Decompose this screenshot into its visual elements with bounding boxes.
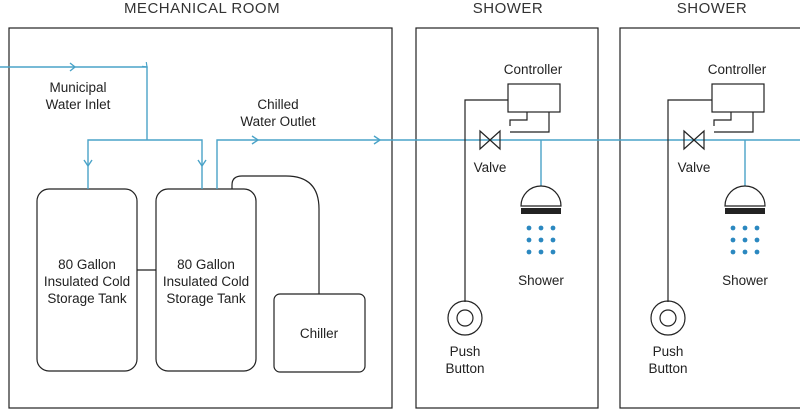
valve-1-label: Valve bbox=[474, 160, 507, 175]
controller-1-valve-wire bbox=[509, 112, 528, 126]
controller-1-pushbutton-wire bbox=[464, 99, 508, 302]
inlet-branch-pipe bbox=[87, 139, 203, 189]
push-button-2-inner bbox=[659, 309, 677, 327]
storage-tank-1 bbox=[36, 188, 138, 372]
tank1-label-line1: 80 Gallon bbox=[58, 257, 116, 272]
controller-1-box bbox=[507, 83, 561, 113]
tank2-label-line3: Storage Tank bbox=[166, 291, 246, 306]
push-button-2-label-line1: Push bbox=[653, 344, 684, 359]
controller-1-shower-wire bbox=[510, 112, 550, 133]
outlet-label-line1: Chilled bbox=[257, 97, 298, 112]
tank1-label-line2: Insulated Cold bbox=[44, 274, 130, 289]
chilled-outlet-pipe bbox=[216, 139, 800, 189]
showerhead-1-icon bbox=[520, 185, 562, 207]
controller-2-box bbox=[711, 83, 765, 113]
municipal-inlet-pipe bbox=[0, 61, 148, 140]
inlet-arrow-tank1 bbox=[83, 159, 93, 168]
storage-tank-2 bbox=[155, 188, 257, 372]
tank1-label-line3: Storage Tank bbox=[47, 291, 127, 306]
controller-1-label: Controller bbox=[504, 62, 563, 77]
chiller-label: Chiller bbox=[300, 326, 339, 341]
push-button-2-label-line2: Button bbox=[648, 361, 687, 376]
tank2-label-line1: 80 Gallon bbox=[177, 257, 235, 272]
chiller-loop-pipe bbox=[231, 175, 320, 294]
mechanical-room-box bbox=[8, 27, 393, 409]
shower-2-label: Shower bbox=[722, 273, 768, 288]
showerhead-2-plate bbox=[725, 208, 765, 214]
inlet-label-line2: Water Inlet bbox=[46, 97, 111, 112]
push-button-1-outer bbox=[447, 300, 483, 336]
water-drops-1 bbox=[526, 225, 556, 255]
shower-room-2-box bbox=[619, 27, 800, 409]
valve-2-label: Valve bbox=[678, 160, 711, 175]
showerhead-2-icon bbox=[724, 185, 766, 207]
water-drops-2 bbox=[730, 225, 760, 255]
inlet-arrow-tank2 bbox=[197, 159, 207, 168]
push-button-1-label-line1: Push bbox=[450, 344, 481, 359]
outlet-arrow-2 bbox=[373, 135, 382, 145]
inlet-arrow-1 bbox=[69, 62, 77, 72]
shower-room-1-title: SHOWER bbox=[473, 0, 544, 17]
controller-2-label: Controller bbox=[708, 62, 767, 77]
controller-2-shower-wire bbox=[714, 112, 754, 133]
shower-1-label: Shower bbox=[518, 273, 564, 288]
outlet-label-line2: Water Outlet bbox=[240, 114, 316, 129]
outlet-arrow-1 bbox=[251, 135, 260, 145]
controller-2-pushbutton-wire bbox=[667, 99, 712, 302]
mechanical-room-title: MECHANICAL ROOM bbox=[124, 0, 280, 17]
push-button-1-inner bbox=[456, 309, 474, 327]
shower-room-2-title: SHOWER bbox=[677, 0, 748, 17]
push-button-1-label-line2: Button bbox=[445, 361, 484, 376]
tank2-label-line2: Insulated Cold bbox=[163, 274, 249, 289]
showerhead-1-plate bbox=[521, 208, 561, 214]
controller-2-valve-wire bbox=[713, 112, 732, 126]
shower-room-1-box bbox=[415, 27, 599, 409]
push-button-2-outer bbox=[650, 300, 686, 336]
valve-2-icon bbox=[683, 129, 705, 151]
valve-1-icon bbox=[479, 129, 501, 151]
inlet-label-line1: Municipal bbox=[49, 80, 106, 95]
